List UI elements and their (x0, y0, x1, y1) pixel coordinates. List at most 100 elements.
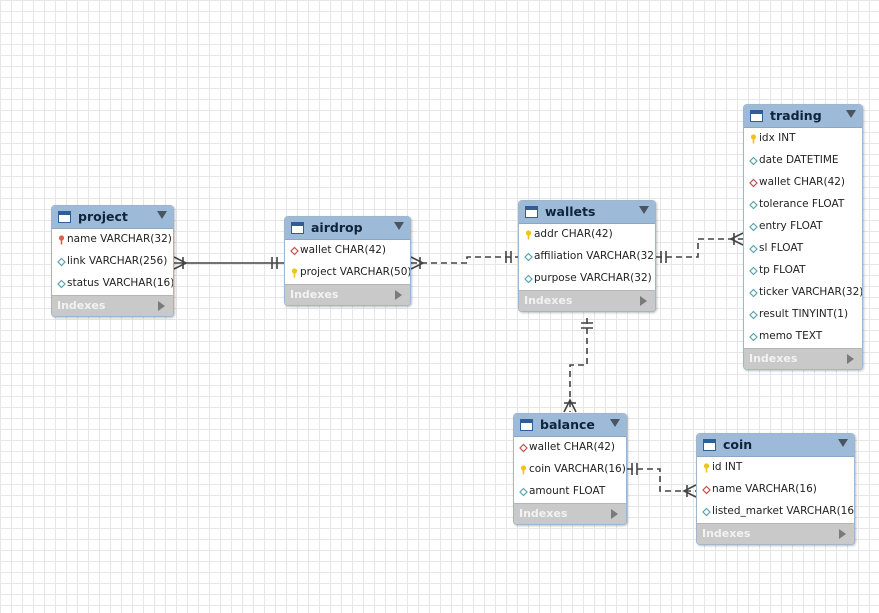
table-name: airdrop (311, 220, 363, 235)
teal-diamond-icon (749, 156, 758, 166)
expand-arrow-icon[interactable] (839, 529, 846, 539)
column-label: project VARCHAR(50) (300, 266, 411, 278)
column-label: coin VARCHAR(16) (529, 463, 626, 475)
indexes-label: Indexes (524, 294, 573, 307)
indexes-label: Indexes (749, 352, 798, 365)
column-row[interactable]: tolerance FLOAT (744, 194, 862, 216)
column-row[interactable]: project VARCHAR(50) (285, 262, 410, 284)
column-label: tolerance FLOAT (759, 198, 845, 210)
column-label: purpose VARCHAR(32) (534, 272, 652, 284)
red-diamond-icon (519, 443, 528, 453)
table-name: coin (723, 437, 753, 452)
teal-diamond-icon (749, 288, 758, 298)
column-label: affiliation VARCHAR(32) (534, 250, 656, 262)
column-row[interactable]: idx INT (744, 128, 862, 150)
column-row[interactable]: wallet CHAR(42) (514, 437, 626, 459)
column-row[interactable]: link VARCHAR(256) (52, 251, 173, 273)
collapse-caret-icon[interactable] (157, 211, 167, 219)
indexes-label: Indexes (290, 288, 339, 301)
teal-diamond-icon (57, 279, 66, 289)
column-row[interactable]: purpose VARCHAR(32) (519, 268, 655, 290)
rel-wallets-balance[interactable] (563, 318, 593, 413)
table-header[interactable]: trading (744, 105, 862, 128)
column-label: wallet CHAR(42) (759, 176, 846, 188)
indexes-section[interactable]: Indexes (697, 523, 854, 544)
indexes-section[interactable]: Indexes (519, 290, 655, 311)
expand-arrow-icon[interactable] (158, 301, 165, 311)
table-balance[interactable]: balance wallet CHAR(42) coin VARCHAR(16)… (513, 413, 627, 525)
collapse-caret-icon[interactable] (639, 206, 649, 214)
rel-balance-coin[interactable] (627, 463, 697, 498)
column-row[interactable]: ticker VARCHAR(32) (744, 282, 862, 304)
collapse-caret-icon[interactable] (610, 419, 620, 427)
table-project[interactable]: project name VARCHAR(32) link VARCHAR(25… (51, 205, 174, 317)
table-coin[interactable]: coin id INT name VARCHAR(16) listed_mark… (696, 433, 855, 545)
teal-diamond-icon (749, 200, 758, 210)
column-label: link VARCHAR(256) (67, 255, 168, 267)
table-airdrop[interactable]: airdrop wallet CHAR(42) project VARCHAR(… (284, 216, 411, 306)
indexes-label: Indexes (519, 507, 568, 520)
collapse-caret-icon[interactable] (846, 110, 856, 118)
column-row[interactable]: date DATETIME (744, 150, 862, 172)
table-header[interactable]: project (52, 206, 173, 229)
column-row[interactable]: affiliation VARCHAR(32) (519, 246, 655, 268)
column-row[interactable]: amount FLOAT (514, 481, 626, 503)
table-icon (291, 222, 304, 234)
column-label: id INT (712, 461, 743, 473)
column-label: listed_market VARCHAR(16) (712, 505, 855, 517)
yellow-key-icon (291, 268, 298, 278)
table-header[interactable]: balance (514, 414, 626, 437)
column-label: ticker VARCHAR(32) (759, 286, 863, 298)
teal-diamond-icon (702, 507, 711, 517)
column-row[interactable]: listed_market VARCHAR(16) (697, 501, 854, 523)
table-name: trading (770, 108, 822, 123)
column-row[interactable]: addr CHAR(42) (519, 224, 655, 246)
column-label: wallet CHAR(42) (529, 441, 616, 453)
expand-arrow-icon[interactable] (847, 354, 854, 364)
expand-arrow-icon[interactable] (640, 296, 647, 306)
table-icon (58, 211, 71, 223)
teal-diamond-icon (519, 487, 528, 497)
table-header[interactable]: wallets (519, 201, 655, 224)
rel-project-airdrop[interactable] (173, 256, 284, 270)
table-icon (520, 419, 533, 431)
column-row[interactable]: sl FLOAT (744, 238, 862, 260)
column-row[interactable]: name VARCHAR(32) (52, 229, 173, 251)
rel-airdrop-wallets[interactable] (410, 251, 518, 270)
red-diamond-icon (702, 485, 711, 495)
column-label: amount FLOAT (529, 485, 606, 497)
column-label: name VARCHAR(32) (67, 233, 172, 245)
column-row[interactable]: wallet CHAR(42) (285, 240, 410, 262)
indexes-section[interactable]: Indexes (744, 348, 862, 369)
table-trading[interactable]: trading idx INT date DATETIME wallet CHA… (743, 104, 863, 370)
collapse-caret-icon[interactable] (394, 222, 404, 230)
column-row[interactable]: wallet CHAR(42) (744, 172, 862, 194)
column-row[interactable]: entry FLOAT (744, 216, 862, 238)
table-header[interactable]: coin (697, 434, 854, 457)
column-row[interactable]: result TINYINT(1) (744, 304, 862, 326)
column-row[interactable]: id INT (697, 457, 854, 479)
yellow-key-icon (703, 463, 710, 473)
indexes-section[interactable]: Indexes (52, 295, 173, 316)
column-row[interactable]: memo TEXT (744, 326, 862, 348)
indexes-section[interactable]: Indexes (514, 503, 626, 524)
table-wallets[interactable]: wallets addr CHAR(42) affiliation VARCHA… (518, 200, 656, 312)
table-icon (525, 206, 538, 218)
rel-wallets-trading[interactable] (656, 232, 744, 263)
column-label: addr CHAR(42) (534, 228, 613, 240)
indexes-section[interactable]: Indexes (285, 284, 410, 305)
table-header[interactable]: airdrop (285, 217, 410, 240)
column-row[interactable]: name VARCHAR(16) (697, 479, 854, 501)
column-label: name VARCHAR(16) (712, 483, 817, 495)
column-label: entry FLOAT (759, 220, 823, 232)
collapse-caret-icon[interactable] (838, 439, 848, 447)
expand-arrow-icon[interactable] (395, 290, 402, 300)
yellow-key-icon (525, 230, 532, 240)
column-row[interactable]: status VARCHAR(16) (52, 273, 173, 295)
column-row[interactable]: tp FLOAT (744, 260, 862, 282)
column-row[interactable]: coin VARCHAR(16) (514, 459, 626, 481)
teal-diamond-icon (749, 266, 758, 276)
column-label: wallet CHAR(42) (300, 244, 387, 256)
expand-arrow-icon[interactable] (611, 509, 618, 519)
